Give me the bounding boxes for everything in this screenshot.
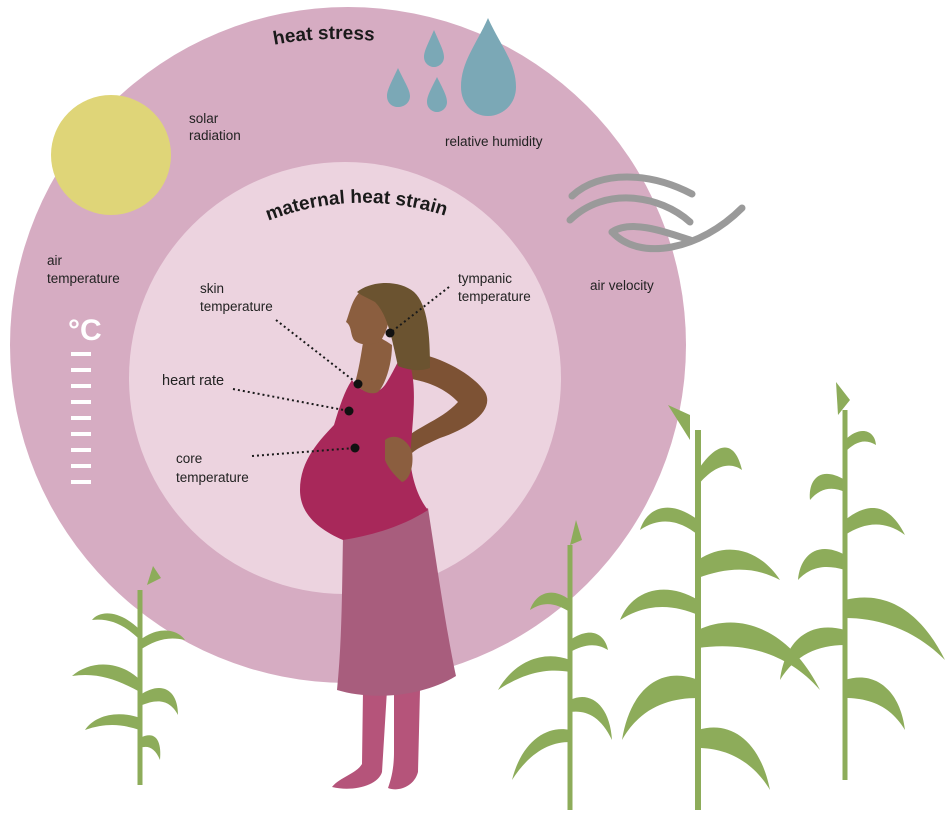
celsius-unit: °C	[68, 314, 102, 347]
core-temperature-point	[351, 444, 360, 453]
tympanic-temperature-point	[386, 329, 395, 338]
legs	[332, 690, 387, 789]
relative-humidity-label: relative humidity	[445, 134, 543, 149]
skin-temperature-point	[354, 380, 363, 389]
heart-rate-label: heart rate	[162, 373, 224, 389]
heart-rate-point	[345, 407, 354, 416]
sun-icon	[51, 95, 171, 215]
air-velocity-label: air velocity	[590, 278, 654, 293]
leg-right	[388, 690, 420, 789]
plant-right	[780, 382, 945, 780]
